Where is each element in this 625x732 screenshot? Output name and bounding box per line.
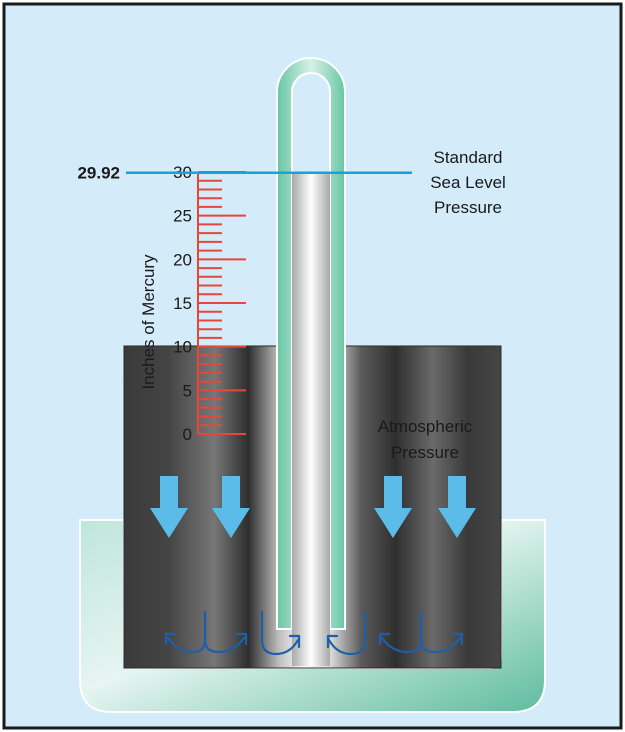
curved-arrow-icon bbox=[419, 610, 462, 654]
standard-label-line3: Pressure bbox=[434, 198, 502, 217]
axis-label: Inches of Mercury bbox=[139, 254, 158, 390]
scale-tick-label: 10 bbox=[173, 338, 192, 357]
standard-label-line1: Standard bbox=[434, 148, 503, 167]
scale-tick-label: 0 bbox=[183, 425, 192, 444]
scale-tick-label: 15 bbox=[173, 294, 192, 313]
down-arrow-icon bbox=[212, 476, 250, 538]
standard-label-line2: Sea Level bbox=[430, 173, 506, 192]
down-arrow-icon bbox=[374, 476, 412, 538]
down-arrow-icon bbox=[150, 476, 188, 538]
atmospheric-label-line1: Atmospheric bbox=[378, 417, 473, 436]
scale-tick-label: 25 bbox=[173, 207, 192, 226]
curved-arrow-icon bbox=[260, 610, 300, 656]
curved-arrow-icon bbox=[327, 610, 367, 656]
atmospheric-label-line2: Pressure bbox=[391, 443, 459, 462]
mercury-column bbox=[292, 172, 330, 629]
down-arrow-icon bbox=[438, 476, 476, 538]
pressure-arrows bbox=[150, 476, 476, 538]
reading-value-label: 29.92 bbox=[77, 164, 120, 183]
flow-arrows bbox=[164, 610, 464, 656]
scale-tick-label: 5 bbox=[183, 381, 192, 400]
scale-tick-label: 20 bbox=[173, 250, 192, 269]
curved-arrow-icon bbox=[203, 610, 246, 654]
glass-tube bbox=[276, 57, 346, 630]
